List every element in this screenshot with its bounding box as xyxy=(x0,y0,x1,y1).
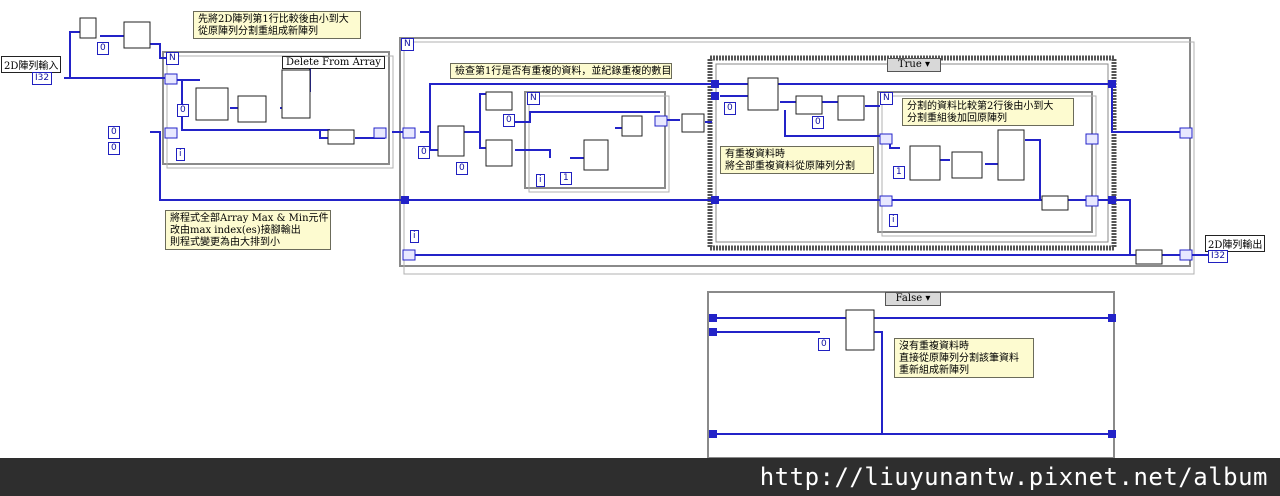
function-nodes xyxy=(79,17,1163,351)
constant-7[interactable]: 0 xyxy=(724,102,736,115)
count-terminal-left: N xyxy=(166,52,179,65)
footer-bar: http://liuyunantw.pixnet.net/album xyxy=(0,458,1280,496)
album-url: http://liuyunantw.pixnet.net/album xyxy=(759,463,1268,491)
constant-1[interactable]: 0 xyxy=(97,42,109,55)
true-case-selector[interactable]: True ▾ xyxy=(887,58,941,72)
iteration-terminal-outer: i xyxy=(410,230,419,243)
constant-8[interactable]: 0 xyxy=(812,116,824,129)
tunnels xyxy=(401,80,1116,438)
iteration-terminal-left: i xyxy=(176,148,185,161)
constant-10[interactable]: 0 xyxy=(818,338,830,351)
inner-loop-frame xyxy=(524,91,670,193)
output-terminal[interactable]: I32 xyxy=(1208,250,1229,263)
left-loop-frame xyxy=(162,51,394,169)
shift-registers xyxy=(164,73,1193,261)
constant-5[interactable]: 0 xyxy=(503,114,515,127)
note-top: 先將2D陣列第1行比較後由小到大 從原陣列分割重組成新陣列 xyxy=(193,11,361,39)
constant-4[interactable]: 0 xyxy=(456,162,468,175)
count-terminal-outer: N xyxy=(401,38,414,51)
note-duplicate: 有重複資料時 將全部重複資料從原陣列分割 xyxy=(720,146,874,174)
constant-6[interactable]: 1 xyxy=(560,172,572,185)
input-terminal[interactable]: I32 xyxy=(32,72,53,85)
note-split: 分割的資料比較第2行後由小到大 分割重組後加回原陣列 xyxy=(902,98,1074,126)
constant-2[interactable]: 0 xyxy=(177,104,189,117)
delete-from-array-label: Delete From Array xyxy=(282,56,385,69)
array-control-bottom[interactable]: 0 xyxy=(108,142,120,155)
false-case-selector[interactable]: False ▾ xyxy=(885,292,941,306)
note-no-duplicate: 沒有重複資料時 直接從原陣列分割該筆資料 重新組成新陣列 xyxy=(894,338,1034,378)
note-change: 將程式全部Array Max & Min元件 改由max index(es)接腳… xyxy=(165,210,331,250)
true-inner-loop xyxy=(877,91,1097,237)
output-label: 2D陣列輸出 xyxy=(1205,235,1266,252)
constant-3[interactable]: 0 xyxy=(418,146,430,159)
note-check: 檢查第1行是否有重複的資料，並紀錄重複的數目 xyxy=(450,63,672,79)
array-control-top[interactable]: 0 xyxy=(108,126,120,139)
count-terminal-inner: N xyxy=(527,92,540,105)
iteration-terminal-true: i xyxy=(889,214,898,227)
outer-loop-frame xyxy=(399,37,1195,275)
input-label: 2D陣列輸入 xyxy=(1,56,62,73)
count-terminal-true: N xyxy=(880,92,893,105)
iteration-terminal-inner: i xyxy=(536,174,545,187)
constant-9[interactable]: 1 xyxy=(893,166,905,179)
